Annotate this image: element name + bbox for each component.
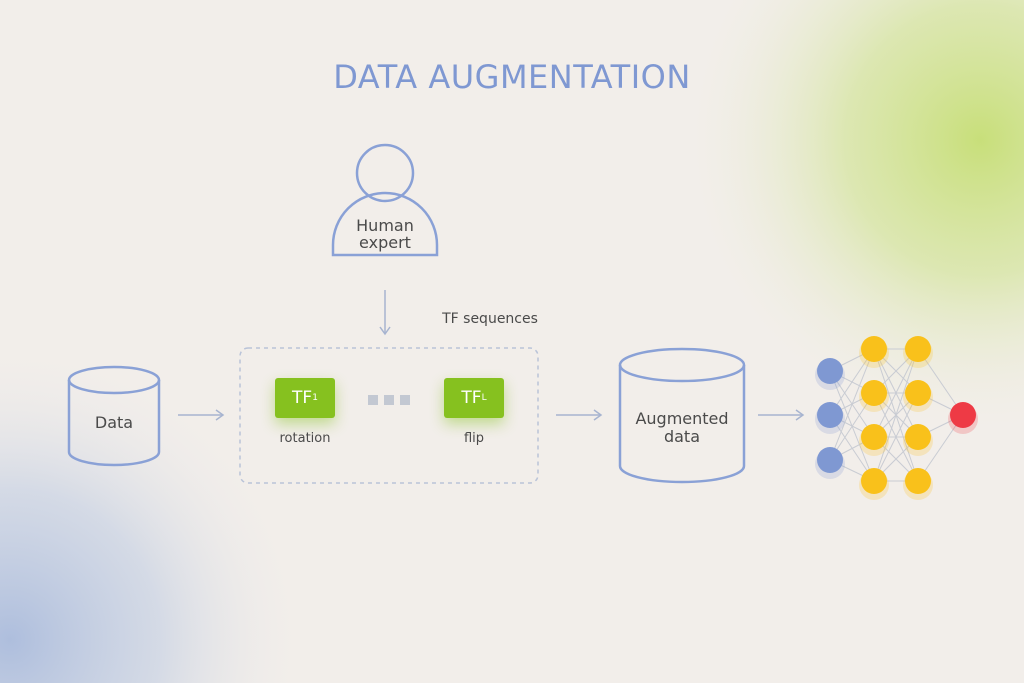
ellipsis-icon [368,395,410,405]
hidden-node [861,424,887,450]
arrow-data-to-tf [178,409,225,421]
hidden-node [905,424,931,450]
tf-index: 1 [312,393,318,403]
network-edge [873,348,919,482]
input-node [817,402,843,428]
network-edge [829,348,875,461]
tf-sequences-label: TF sequences [442,311,538,327]
hidden-node [905,336,931,362]
tf-rotation-label: rotation [279,431,331,446]
augmented-data-label: Augmented data [620,410,744,446]
network-edge [829,348,875,416]
tf-symbol: TF [461,388,482,408]
network-edge [873,392,919,482]
network-edge [873,348,919,438]
human-expert-line2: expert [359,233,411,252]
tf-sequences-box [239,347,539,484]
augmented-line2: data [663,427,701,446]
augmented-data-cylinder-icon [618,347,746,484]
network-edge [829,392,875,461]
input-node [817,447,843,473]
tf-index: L [481,393,487,403]
hidden-node [861,380,887,406]
human-expert-icon [331,143,439,257]
neural-network-icon [815,336,978,500]
data-cylinder-icon [67,365,161,467]
hidden-node [861,336,887,362]
tf-symbol: TF [292,388,313,408]
human-expert-line1: Human [356,216,414,235]
data-label: Data [94,413,134,432]
page-title: DATA AUGMENTATION [333,58,691,96]
tf-flip-label: flip [463,431,485,446]
input-node [817,358,843,384]
augmented-line1: Augmented [635,409,729,428]
hidden-node [861,468,887,494]
network-edge [917,414,964,482]
arrow-expert-to-tf [379,290,391,336]
output-node [950,402,976,428]
arrow-augmented-to-network [758,409,805,421]
hidden-node [905,468,931,494]
hidden-node [905,380,931,406]
human-expert-label: Human expert [335,217,435,251]
arrow-tf-to-augmented [556,409,603,421]
network-edge [917,348,964,416]
